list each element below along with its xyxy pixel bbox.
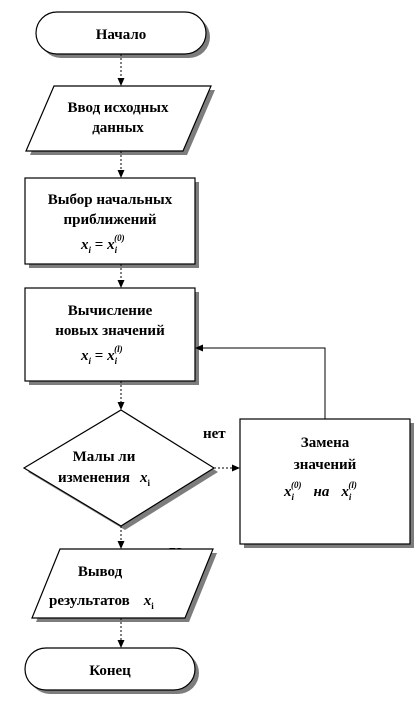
end-label: Конец (89, 663, 131, 679)
compute-formula: xi = xi(l) (80, 344, 123, 366)
init-label-line1: Выбор начальных (48, 192, 173, 208)
compute-label-line1: Вычисление (68, 303, 153, 319)
arrow-start-to-input (117, 54, 125, 86)
end-node: Конец (24, 647, 199, 694)
input-label-line2: данных (92, 120, 144, 136)
start-label: Начало (96, 27, 147, 43)
arrow-decision-to-output (117, 526, 125, 549)
arrow-input-to-init (117, 151, 125, 178)
decision-label-line1: Малы ли (73, 449, 136, 465)
output-label-line1: Вывод (78, 564, 123, 580)
no-branch-label: нет (203, 426, 226, 442)
arrow-output-to-end (117, 618, 125, 648)
arrow-decision-to-replace (214, 464, 240, 472)
init-label-line2: приближений (63, 212, 156, 228)
input-node: Ввод исходных данных (25, 85, 215, 155)
replace-label-line1: Замена (301, 435, 350, 451)
start-node: Начало (35, 11, 210, 58)
arrow-init-to-compute (117, 264, 125, 288)
input-label-line1: Ввод исходных (68, 100, 169, 116)
init-node: Выбор начальных приближений xi = xi(0) (24, 177, 199, 268)
init-formula: xi = xi(0) (80, 233, 125, 255)
arrow-compute-to-decision (117, 381, 125, 410)
compute-node: Вычисление новых значений xi = xi(l) (24, 287, 199, 385)
replace-label-line2: значений (294, 457, 357, 473)
compute-label-line2: новых значений (55, 323, 165, 339)
arrow-replace-to-compute (195, 344, 326, 419)
